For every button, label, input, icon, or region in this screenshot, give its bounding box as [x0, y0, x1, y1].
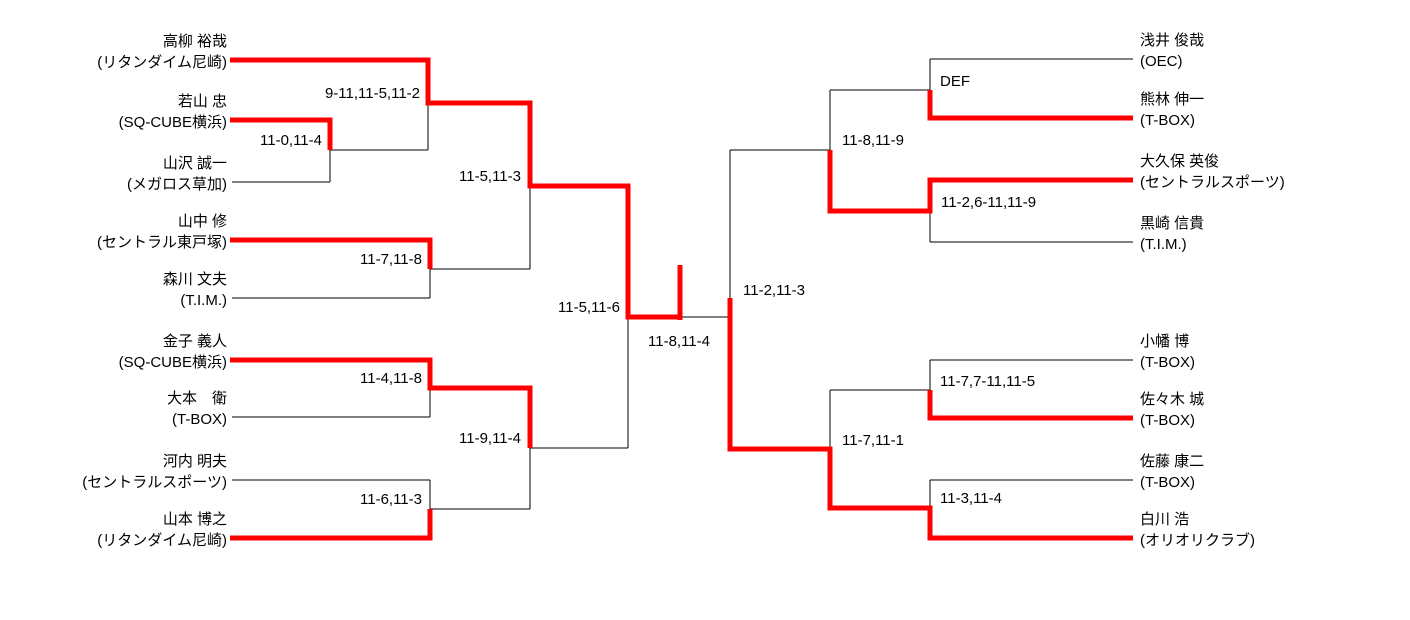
winner-path-sasaki — [927, 390, 1133, 421]
player-name: 黒崎 信貴 — [1140, 215, 1205, 232]
score-label: 9-11,11-5,11-2 — [324, 85, 420, 102]
winner-path-kumabayashi — [927, 90, 1133, 121]
player-name: 山中 修 — [177, 213, 227, 230]
player-name: 熊林 伸一 — [1140, 91, 1205, 108]
score-label: 11-5,11-3 — [459, 168, 521, 185]
player-club: (T.I.M.) — [1140, 236, 1187, 253]
player-club: (オリオリクラブ) — [1140, 532, 1255, 549]
player-club: (T-BOX) — [1140, 474, 1195, 491]
player-name: 森川 文夫 — [162, 271, 227, 288]
player-name: 白川 浩 — [1140, 511, 1190, 528]
score-label: 11-7,7-11,11-5 — [940, 373, 1036, 390]
player-name: 小幡 博 — [1140, 333, 1190, 350]
winner-path-wakayama — [230, 117, 333, 150]
score-label: 11-5,11-6 — [558, 299, 620, 316]
score-label: 11-8,11-4 — [648, 333, 710, 350]
score-label: 11-6,11-3 — [360, 491, 422, 508]
score-label: 11-8,11-9 — [842, 132, 904, 149]
player-name: 佐々木 城 — [1140, 391, 1205, 408]
score-label: 11-7,11-8 — [360, 251, 422, 268]
player-club: (リタンダイム尼崎) — [97, 54, 227, 71]
player-club: (T-BOX) — [1140, 112, 1195, 129]
player-club: (メガロス草加) — [127, 176, 227, 193]
player-club: (OEC) — [1140, 53, 1183, 70]
score-label: 11-4,11-8 — [360, 370, 422, 387]
player-name: 金子 義人 — [162, 333, 227, 350]
winner-path-shirakawa — [727, 298, 1133, 541]
player-name: 佐藤 康二 — [1140, 453, 1205, 470]
score-label: 11-9,11-4 — [459, 430, 521, 447]
player-name: 浅井 俊哉 — [1140, 32, 1205, 49]
player-club: (SQ-CUBE横浜) — [118, 354, 227, 371]
player-club: (リタンダイム尼崎) — [97, 532, 227, 549]
player-club: (T.I.M.) — [180, 292, 227, 309]
player-club: (T-BOX) — [1140, 412, 1195, 429]
winner-path-kaneko — [230, 357, 533, 448]
player-name: 若山 忠 — [177, 93, 227, 110]
score-label: 11-3,11-4 — [940, 490, 1002, 507]
score-label: 11-2,11-3 — [743, 282, 805, 299]
player-club: (T-BOX) — [172, 411, 227, 428]
score-label: DEF — [940, 73, 970, 90]
score-label: 11-0,11-4 — [260, 132, 322, 149]
winner-path-okubo — [827, 150, 1133, 214]
winner-path-takayanagi — [230, 57, 682, 320]
player-name: 河内 明夫 — [162, 453, 227, 470]
score-label: 11-7,11-1 — [842, 432, 904, 449]
player-club: (セントラルスポーツ) — [1140, 174, 1285, 191]
player-name: 大本 衛 — [166, 390, 227, 407]
player-club: (セントラル東戸塚) — [97, 234, 227, 251]
player-name: 高柳 裕哉 — [162, 33, 227, 50]
player-club: (T-BOX) — [1140, 354, 1195, 371]
player-club: (セントラルスポーツ) — [82, 474, 227, 491]
player-name: 山本 博之 — [162, 511, 227, 528]
player-club: (SQ-CUBE横浜) — [118, 114, 227, 131]
player-name: 山沢 誠一 — [162, 155, 227, 172]
winner-path-yamanaka — [230, 237, 433, 269]
player-name: 大久保 英俊 — [1140, 153, 1220, 170]
winner-path-yamamoto — [230, 509, 433, 541]
score-label: 11-2,6-11,11-9 — [941, 194, 1037, 211]
